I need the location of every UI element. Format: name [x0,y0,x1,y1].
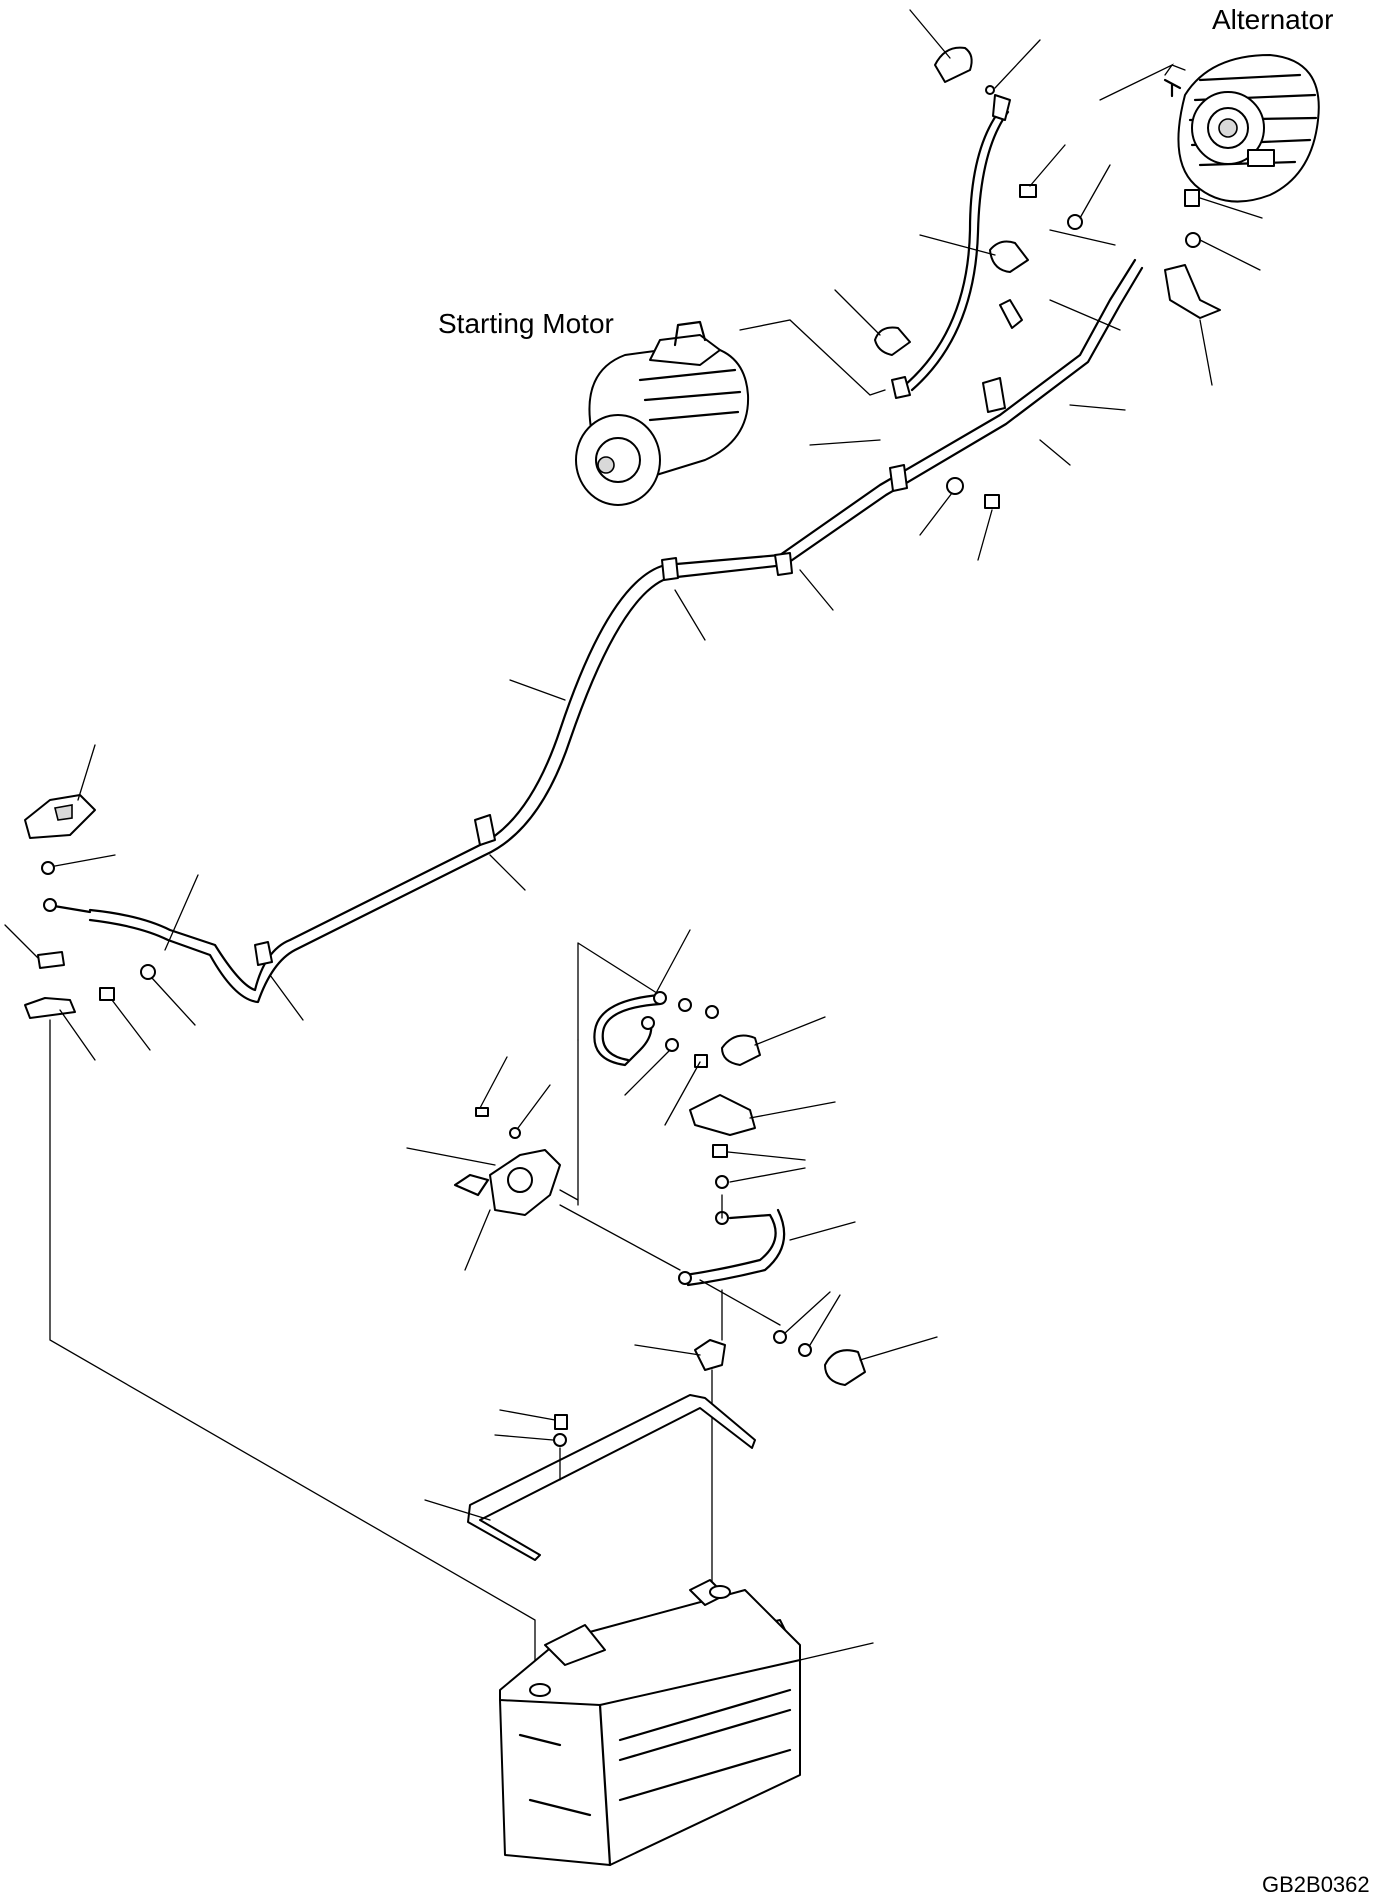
alternator-label: Alternator [1212,4,1334,35]
starting-motor-drawing [575,319,886,506]
upper-parts [489,9,1263,891]
middle-parts [406,929,938,1586]
left-parts [4,744,536,1681]
starting-motor-label: Starting Motor [438,308,614,339]
battery-drawing [499,1579,874,1867]
drawing-code-label: GB2B0362 [1262,1872,1370,1897]
alternator-cable [891,94,1011,399]
main-battery-cable [88,258,1144,1004]
battery-hold-down [424,1394,756,1561]
alternator-drawing [1099,54,1320,203]
